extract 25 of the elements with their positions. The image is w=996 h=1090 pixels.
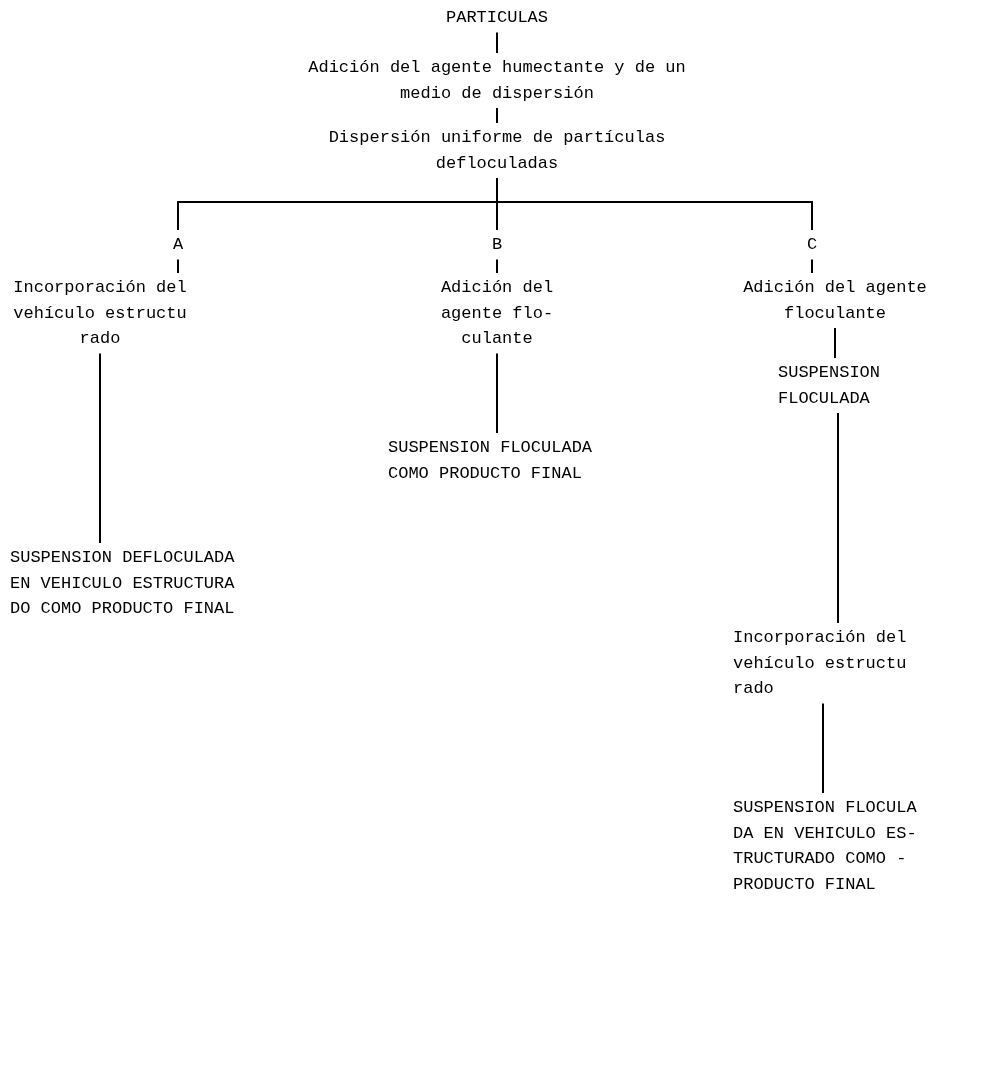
connector-line (837, 412, 839, 624)
step-text: Dispersión uniforme de partículas defloculadas (322, 125, 672, 176)
step-text: Incorporación del vehículo estructu rado (10, 275, 190, 352)
connector-line (496, 258, 498, 274)
step-text: Adición del agente floculante (735, 275, 935, 326)
step-text: SUSPENSION DEFLOCULADA EN VEHICULO ESTRUCTURA DO COMO PRODUCTO FINAL (10, 545, 250, 622)
connector-line (822, 702, 824, 794)
connector-line (834, 327, 836, 359)
step-text: SUSPENSION FLOCULADA (778, 360, 898, 411)
step-text: SUSPENSION FLOCULA DA EN VEHICULO ES- TRUCTURADO COMO - PRODUCTO FINAL (733, 795, 923, 897)
connector-line (811, 258, 813, 274)
connector-line (496, 177, 813, 231)
connector-line (177, 258, 179, 274)
step-text: Incorporación del vehículo estructu rado (733, 625, 913, 702)
connector-line (496, 352, 498, 434)
step-text: B (487, 232, 507, 258)
connector-line (99, 352, 101, 544)
connector-line (496, 31, 498, 54)
step-text: C (802, 232, 822, 258)
step-text: SUSPENSION FLOCULADA COMO PRODUCTO FINAL (388, 435, 608, 486)
step-text: A (168, 232, 188, 258)
step-text: PARTICULAS (397, 5, 597, 31)
step-text: Adición del agente humectante y de un medio de dispersión (302, 55, 692, 106)
connector-line (496, 107, 498, 124)
step-text: Adición del agente flo- culante (437, 275, 557, 352)
